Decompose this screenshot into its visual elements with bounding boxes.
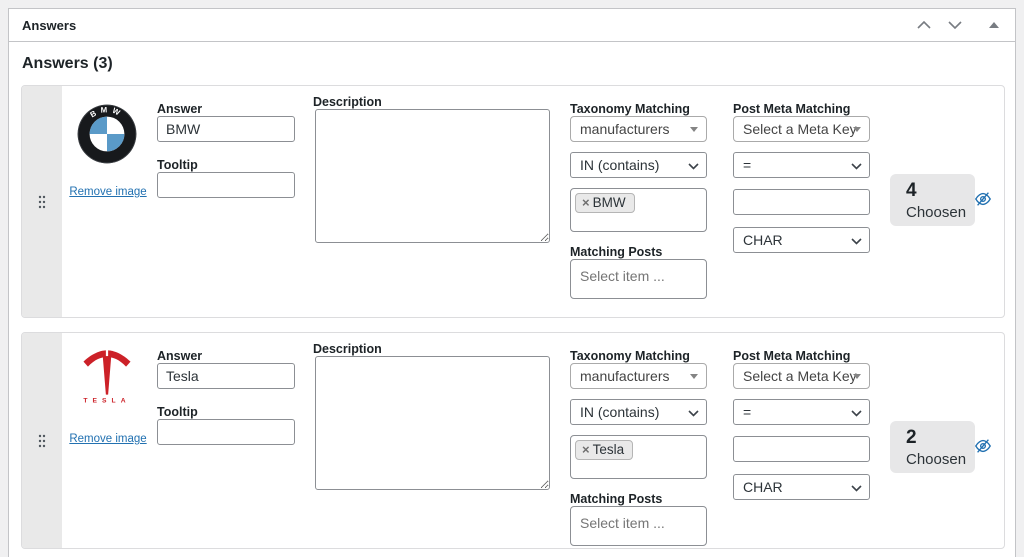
eye-off-icon[interactable] <box>974 190 992 208</box>
chevron-down-icon <box>851 485 862 492</box>
chevron-up-icon <box>917 21 931 29</box>
dropdown-arrow-icon <box>853 374 861 379</box>
tooltip-label: Tooltip <box>157 158 198 172</box>
dropdown-arrow-icon <box>690 127 698 132</box>
taxonomy-terms-box[interactable]: × BMW <box>570 188 707 232</box>
term-chip-label: BMW <box>592 195 626 210</box>
drag-dots-icon <box>38 195 46 208</box>
chevron-down-icon <box>851 163 862 170</box>
meta-type-select[interactable]: CHAR <box>733 474 870 500</box>
remove-term-icon[interactable]: × <box>582 195 590 210</box>
meta-key-select-value: Select a Meta Key <box>743 368 857 384</box>
remove-image-link[interactable]: Remove image <box>69 186 147 198</box>
meta-key-select[interactable]: Select a Meta Key <box>733 116 870 142</box>
drag-handle[interactable] <box>22 333 62 548</box>
metabox-actions <box>915 19 1015 31</box>
chevron-down-icon <box>688 163 699 170</box>
description-label: Description <box>313 342 382 356</box>
chevron-down-icon <box>948 21 962 29</box>
taxonomy-select[interactable]: manufacturers <box>570 363 707 389</box>
answer-label: Answer <box>157 349 203 363</box>
post-meta-matching-label: Post Meta Matching <box>733 102 851 116</box>
meta-key-select-value: Select a Meta Key <box>743 121 857 137</box>
drag-handle[interactable] <box>22 86 62 317</box>
description-textarea[interactable] <box>315 109 550 243</box>
meta-compare-value: = <box>743 157 752 173</box>
term-chip: × BMW <box>575 193 635 213</box>
meta-value-input[interactable] <box>733 189 870 215</box>
drag-dots-icon <box>38 434 46 447</box>
order-down-button[interactable] <box>946 19 964 31</box>
meta-type-value: CHAR <box>743 232 783 248</box>
term-chip: × Tesla <box>575 440 634 460</box>
taxonomy-operator-value: IN (contains) <box>580 404 660 420</box>
answer-input[interactable] <box>157 363 295 389</box>
remove-term-icon[interactable]: × <box>582 442 590 457</box>
taxonomy-operator-select[interactable]: IN (contains) <box>570 152 707 178</box>
tesla-logo-wordmark: TESLA <box>83 398 130 405</box>
meta-compare-value: = <box>743 404 752 420</box>
taxonomy-select-value: manufacturers <box>580 121 670 137</box>
toggle-panel-button[interactable] <box>987 20 1001 30</box>
matching-posts-select[interactable]: Select item ... <box>570 506 707 546</box>
matching-posts-select[interactable]: Select item ... <box>570 259 707 299</box>
eye-off-icon[interactable] <box>974 437 992 455</box>
answer-row-tesla: TESLA Remove image Answer Tooltip Descri… <box>21 332 1005 549</box>
taxonomy-select-value: manufacturers <box>580 368 670 384</box>
meta-value-input[interactable] <box>733 436 870 462</box>
tooltip-label: Tooltip <box>157 405 198 419</box>
answer-input[interactable] <box>157 116 295 142</box>
chevron-down-icon <box>851 410 862 417</box>
taxonomy-matching-label: Taxonomy Matching <box>570 102 690 116</box>
remove-image-link[interactable]: Remove image <box>69 433 147 445</box>
chosen-label: Choosen <box>906 450 967 468</box>
order-up-button[interactable] <box>915 19 933 31</box>
meta-compare-select[interactable]: = <box>733 152 870 178</box>
matching-posts-placeholder: Select item ... <box>580 515 665 531</box>
matching-posts-placeholder: Select item ... <box>580 268 665 284</box>
meta-key-select[interactable]: Select a Meta Key <box>733 363 870 389</box>
chevron-down-icon <box>851 238 862 245</box>
tesla-logo-image: TESLA <box>83 350 131 405</box>
description-label: Description <box>313 95 382 109</box>
taxonomy-operator-select[interactable]: IN (contains) <box>570 399 707 425</box>
metabox-title: Answers <box>22 17 77 33</box>
metabox-header: Answers <box>9 9 1015 42</box>
taxonomy-select[interactable]: manufacturers <box>570 116 707 142</box>
answer-label: Answer <box>157 102 203 116</box>
matching-posts-label: Matching Posts <box>570 492 663 506</box>
answers-count-heading: Answers (3) <box>22 55 113 72</box>
taxonomy-matching-label: Taxonomy Matching <box>570 349 690 363</box>
answers-metabox: Answers Answers (3) <box>8 8 1016 557</box>
bmw-logo-image: BMW <box>77 104 137 164</box>
dropdown-arrow-icon <box>853 127 861 132</box>
chosen-count: 2 <box>906 427 917 448</box>
chevron-down-icon <box>688 410 699 417</box>
taxonomy-operator-value: IN (contains) <box>580 157 660 173</box>
meta-compare-select[interactable]: = <box>733 399 870 425</box>
post-meta-matching-label: Post Meta Matching <box>733 349 851 363</box>
meta-type-value: CHAR <box>743 479 783 495</box>
tooltip-input[interactable] <box>157 419 295 445</box>
chosen-count: 4 <box>906 180 917 201</box>
answer-row-bmw: BMW Remove image Answer Tooltip Descript… <box>21 85 1005 318</box>
term-chip-label: Tesla <box>592 442 625 457</box>
chosen-count-badge: 2 Choosen <box>890 421 975 473</box>
matching-posts-label: Matching Posts <box>570 245 663 259</box>
description-textarea[interactable] <box>315 356 550 490</box>
chosen-count-badge: 4 Choosen <box>890 174 975 226</box>
triangle-up-icon <box>989 22 999 28</box>
chosen-label: Choosen <box>906 203 967 221</box>
meta-type-select[interactable]: CHAR <box>733 227 870 253</box>
tooltip-input[interactable] <box>157 172 295 198</box>
taxonomy-terms-box[interactable]: × Tesla <box>570 435 707 479</box>
dropdown-arrow-icon <box>690 374 698 379</box>
